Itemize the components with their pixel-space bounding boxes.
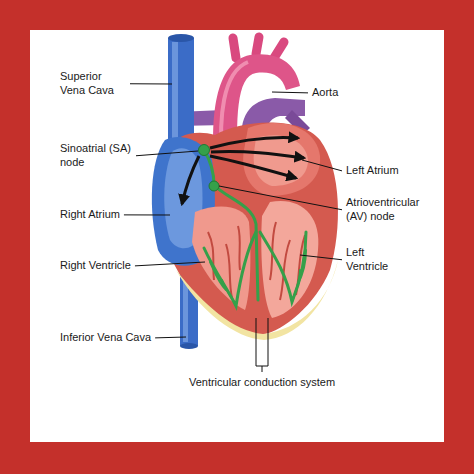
part-label: Right Atrium <box>60 208 120 222</box>
part-label: Left Atrium <box>346 164 399 178</box>
bracket <box>256 318 268 372</box>
leader-line <box>300 255 342 260</box>
sa-node <box>199 145 210 156</box>
av-node <box>209 181 219 191</box>
leader-line <box>124 214 170 215</box>
part-label: Inferior Vena Cava <box>60 331 151 345</box>
part-label: Sinoatrial (SA) node <box>60 142 132 170</box>
part-label: Right Ventricle <box>60 259 131 273</box>
conduction-pathway <box>204 150 306 306</box>
leader-line <box>272 92 308 94</box>
part-label: Left Ventricle <box>346 246 402 274</box>
leader-line <box>219 186 342 210</box>
leader-line <box>155 337 186 339</box>
part-label: Atrioventricular (AV) node <box>346 196 434 224</box>
impulse-arrows <box>182 137 304 204</box>
leader-line <box>136 151 198 156</box>
leader-line <box>302 160 342 171</box>
leader-lines <box>124 84 342 338</box>
left-atrium-chamber <box>243 123 320 196</box>
leader-line <box>130 83 172 84</box>
part-label: Aorta <box>312 86 338 100</box>
leader-line <box>135 262 205 266</box>
heart-muscle <box>158 123 338 336</box>
canvas <box>30 30 444 442</box>
part-label: Ventricular conduction system <box>189 376 335 390</box>
part-label: Superior Vena Cava <box>60 70 126 98</box>
